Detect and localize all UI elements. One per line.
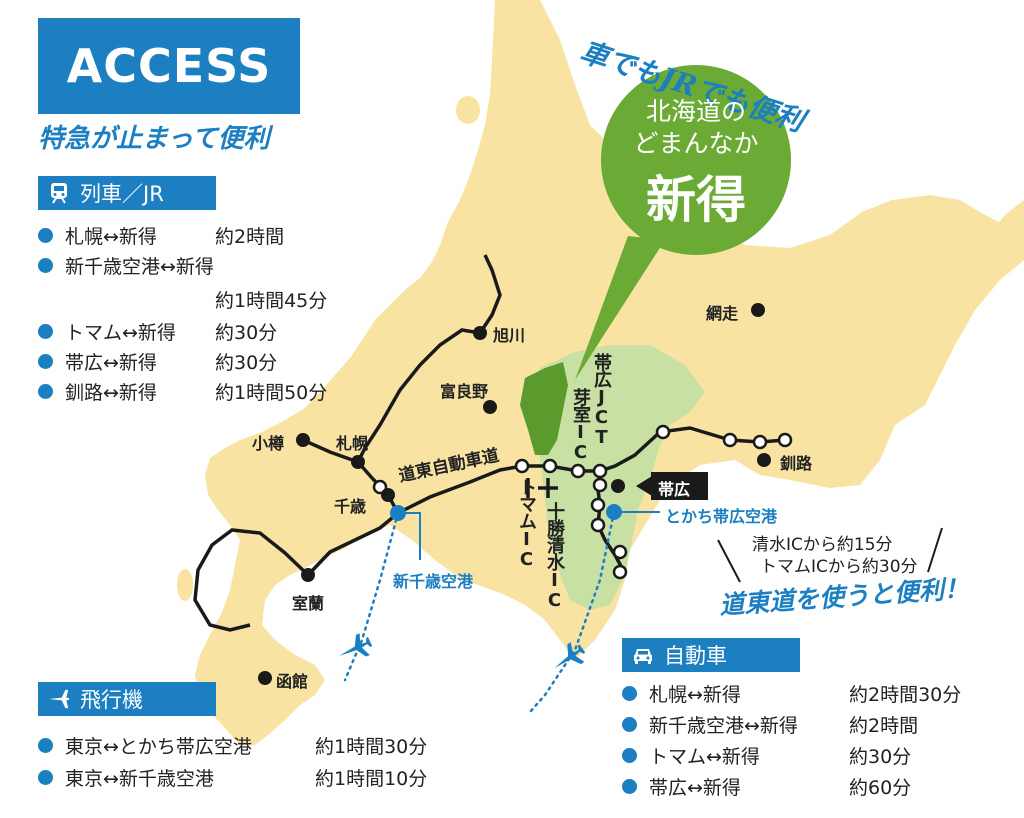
label-new-chitose-airport: 新千歳空港 [393, 572, 474, 591]
ic-markers [372, 424, 793, 580]
bubble-line-3: 新得 [646, 171, 746, 229]
label-sapporo: 札幌 [336, 434, 369, 453]
list-item: 新千歳空港↔新得 [38, 252, 214, 279]
label-obihiro-jct: 帯広JCT [591, 353, 612, 447]
label-muroran: 室蘭 [292, 594, 325, 613]
car-icon [632, 644, 654, 666]
list-item: 帯広↔新得約30分 [38, 348, 277, 375]
label-obihiro: 帯広 [658, 480, 691, 499]
label-asahikawa: 旭川 [493, 326, 526, 345]
airport-leaders [398, 511, 660, 560]
note-line-1: 清水ICから約15分 [752, 535, 893, 555]
plane-title: 飛行機 [80, 688, 143, 712]
access-title: ACCESS [38, 18, 300, 114]
list-item: トマム↔新得約30分 [622, 742, 911, 769]
bubble-line-1: 北海道の [645, 97, 746, 126]
bullet-dot [38, 770, 53, 785]
list-item: 釧路↔新得約1時間50分 [38, 378, 327, 405]
label-tokachi-shimizu-ic: 十勝清水IC [544, 502, 565, 610]
car-title: 自動車 [664, 644, 727, 668]
label-kushiro: 釧路 [780, 454, 813, 473]
obihiro-arrow [636, 476, 652, 496]
kunashiri-island [950, 200, 1024, 292]
bullet-dot [622, 748, 637, 763]
list-item: トマム↔新得約30分 [38, 318, 277, 345]
list-item: 札幌↔新得約2時間 [38, 222, 284, 249]
okushiri-island [177, 569, 193, 601]
bullet-dot [38, 738, 53, 753]
rishiri-island [456, 96, 480, 124]
train-header: 列車／JR [38, 176, 216, 210]
bullet-dot [622, 686, 637, 701]
bullet-dot [38, 258, 53, 273]
label-otaru: 小樽 [252, 434, 285, 453]
bullet-dot [622, 717, 637, 732]
city-dots [258, 303, 771, 685]
tokachi-area [535, 345, 705, 610]
car-header: 自動車 [622, 638, 800, 672]
shintoku-area [520, 362, 568, 455]
airplane-icon [48, 688, 70, 710]
ic-ticks [526, 478, 558, 498]
label-tomamu-ic: トマムIC [516, 478, 537, 569]
note-line-2: トマムICから約30分 [760, 557, 918, 577]
bubble-pointer [575, 236, 665, 380]
obihiro-box [651, 472, 708, 500]
jr-line-asahikawa [356, 254, 502, 463]
bullet-dot [38, 384, 53, 399]
jr-line-hakodate [193, 511, 400, 632]
label-hakodate: 函館 [276, 672, 309, 691]
list-item: 東京↔新千歳空港約1時間10分 [38, 764, 427, 791]
plane-icons [339, 633, 586, 669]
bullet-dot [38, 228, 53, 243]
label-abashiri: 網走 [706, 304, 739, 323]
bullet-dot [38, 354, 53, 369]
flight-paths [343, 510, 616, 714]
bubble-line-2: どまんなか [633, 129, 759, 158]
bullet-dot [38, 324, 53, 339]
label-furano: 富良野 [440, 382, 489, 401]
plane-header: 飛行機 [38, 682, 216, 716]
bullet-dot [622, 779, 637, 794]
train-title: 列車／JR [80, 182, 164, 206]
list-item: 新千歳空港↔新得約2時間 [622, 711, 918, 738]
label-tokachi-obihiro-airport: とかち帯広空港 [665, 507, 778, 526]
train-slogan: 特急が止まって便利 [38, 124, 270, 154]
list-item-time: 約1時間45分 [215, 290, 328, 312]
list-item: 帯広↔新得約60分 [622, 773, 911, 800]
list-item: 札幌↔新得約2時間30分 [622, 680, 961, 707]
train-icon [48, 182, 70, 204]
label-chitose: 千歳 [334, 497, 367, 516]
bubble-circle [601, 65, 791, 255]
label-memuro-ic: 芽室IC [570, 388, 591, 462]
note-slashes [717, 527, 943, 583]
list-item: 東京↔とかち帯広空港約1時間30分 [38, 732, 427, 759]
